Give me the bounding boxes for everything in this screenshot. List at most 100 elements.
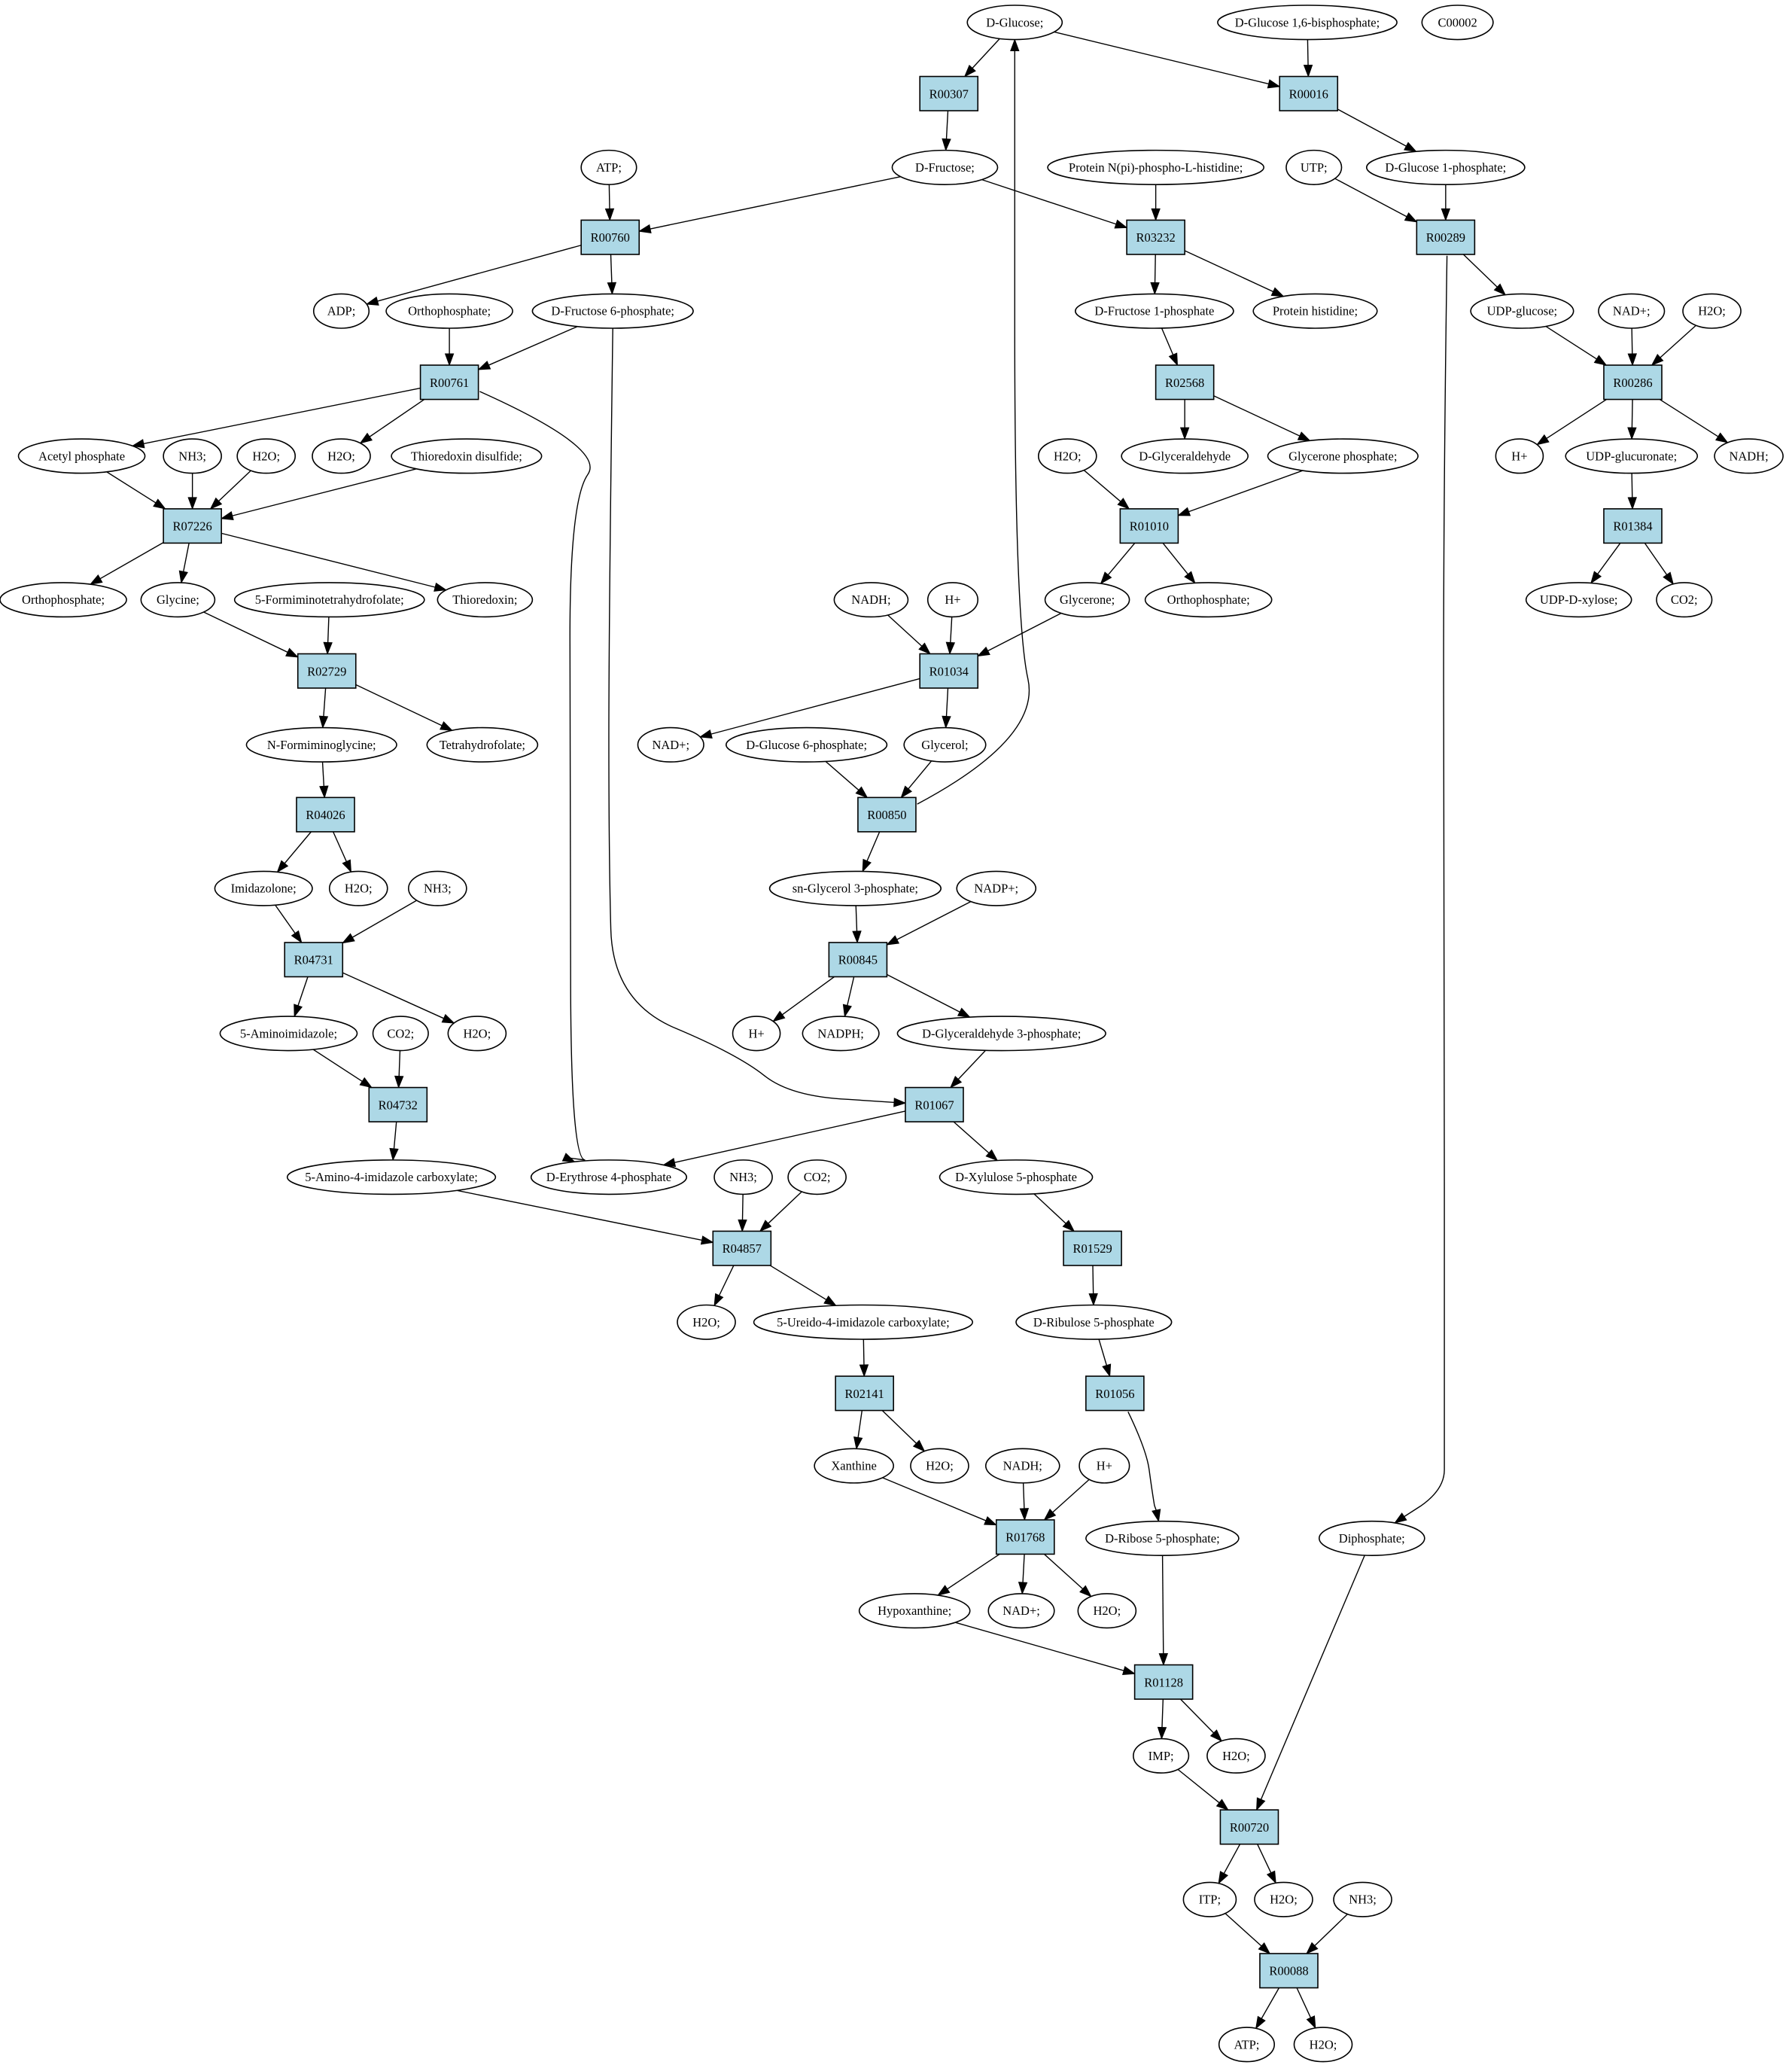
compound-h2o_f[interactable]: H2O; xyxy=(677,1304,736,1340)
reaction-R00845[interactable]: R00845 xyxy=(828,942,888,978)
compound-h2o_k[interactable]: H2O; xyxy=(1293,2027,1353,2063)
reaction-R00286[interactable]: R00286 xyxy=(1603,364,1663,401)
compound-h2o_h[interactable]: H2O; xyxy=(1077,1593,1137,1629)
compound-nadp2[interactable]: NAD+; xyxy=(637,726,704,763)
reaction-R00760[interactable]: R00760 xyxy=(580,219,640,255)
reaction-R02729[interactable]: R02729 xyxy=(297,653,357,689)
compound-itp[interactable]: ITP; xyxy=(1182,1881,1237,1917)
compound-h2o_c[interactable]: H2O; xyxy=(312,438,371,474)
reaction-R01529[interactable]: R01529 xyxy=(1063,1230,1122,1266)
compound-udpglc[interactable]: UDP-glucose; xyxy=(1470,293,1574,329)
compound-dhap[interactable]: Glycerone phosphate; xyxy=(1267,438,1419,474)
compound-h2o_b[interactable]: H2O; xyxy=(1037,438,1097,474)
compound-pi2[interactable]: Orthophosphate; xyxy=(0,582,127,618)
compound-xu5p[interactable]: D-Xylulose 5-phosphate xyxy=(939,1159,1094,1195)
compound-hplus2[interactable]: H+ xyxy=(926,582,979,618)
compound-utp[interactable]: UTP; xyxy=(1285,149,1343,185)
compound-fru[interactable]: D-Fructose; xyxy=(891,149,999,185)
compound-gald[interactable]: D-Glyceraldehyde xyxy=(1121,438,1249,474)
compound-h2o_e[interactable]: H2O; xyxy=(447,1016,507,1052)
compound-gly[interactable]: Glycine; xyxy=(140,582,216,618)
reaction-R01768[interactable]: R01768 xyxy=(995,1519,1055,1555)
reaction-R02141[interactable]: R02141 xyxy=(835,1375,894,1412)
compound-udpgca[interactable]: UDP-glucuronate; xyxy=(1565,438,1699,474)
compound-co2_3[interactable]: CO2; xyxy=(787,1159,847,1195)
reaction-R01056[interactable]: R01056 xyxy=(1085,1375,1145,1412)
compound-h2o_r286[interactable]: H2O; xyxy=(1682,293,1742,329)
compound-figly[interactable]: N-Formiminoglycine; xyxy=(245,726,397,763)
compound-nh3_4[interactable]: NH3; xyxy=(1333,1881,1392,1917)
reaction-R07226[interactable]: R07226 xyxy=(163,508,222,544)
compound-acp[interactable]: Acetyl phosphate xyxy=(17,438,146,474)
compound-atp2[interactable]: ATP; xyxy=(1218,2027,1276,2063)
compound-h2o_g[interactable]: H2O; xyxy=(910,1448,969,1484)
compound-co2_1[interactable]: CO2; xyxy=(1656,582,1713,618)
compound-nadh1[interactable]: NADH; xyxy=(1714,438,1784,474)
compound-pi1[interactable]: Orthophosphate; xyxy=(385,293,513,329)
compound-ru5p[interactable]: D-Ribulose 5-phosphate xyxy=(1015,1304,1173,1340)
compound-g6p[interactable]: D-Glucose 6-phosphate; xyxy=(726,726,888,763)
compound-hplus1[interactable]: H+ xyxy=(1495,438,1544,474)
compound-r5p[interactable]: D-Ribose 5-phosphate; xyxy=(1085,1520,1240,1556)
reaction-R04731[interactable]: R04731 xyxy=(284,942,344,978)
compound-imp[interactable]: IMP; xyxy=(1133,1738,1190,1774)
compound-atp1[interactable]: ATP; xyxy=(580,149,637,185)
compound-h2o_j[interactable]: H2O; xyxy=(1254,1881,1313,1917)
reaction-R00720[interactable]: R00720 xyxy=(1219,1809,1279,1845)
compound-glycerol[interactable]: Glycerol; xyxy=(903,726,987,763)
compound-c00002[interactable]: C00002 xyxy=(1421,5,1494,41)
reaction-R00850[interactable]: R00850 xyxy=(857,796,917,833)
compound-nadp3[interactable]: NAD+; xyxy=(987,1593,1055,1629)
compound-h2o_d[interactable]: H2O; xyxy=(328,870,388,906)
reaction-R00088[interactable]: R00088 xyxy=(1259,1953,1319,1989)
compound-ppi[interactable]: Diphosphate; xyxy=(1318,1520,1425,1556)
reaction-R00307[interactable]: R00307 xyxy=(919,75,979,111)
compound-glc16bp[interactable]: D-Glucose 1,6-bisphosphate; xyxy=(1217,5,1398,41)
compound-aicarb[interactable]: 5-Amino-4-imidazole carboxylate; xyxy=(286,1159,497,1195)
compound-adp[interactable]: ADP; xyxy=(312,293,370,329)
compound-f1p[interactable]: D-Fructose 1-phosphate xyxy=(1075,293,1234,329)
reaction-R00761[interactable]: R00761 xyxy=(419,364,479,401)
compound-fithf[interactable]: 5-Formiminotetrahydrofolate; xyxy=(233,582,425,618)
reaction-R01067[interactable]: R01067 xyxy=(905,1086,964,1122)
reaction-R01010[interactable]: R01010 xyxy=(1119,508,1179,544)
compound-uicarb[interactable]: 5-Ureido-4-imidazole carboxylate; xyxy=(753,1304,974,1340)
compound-prothis[interactable]: Protein histidine; xyxy=(1252,293,1378,329)
compound-thf[interactable]: Tetrahydrofolate; xyxy=(426,726,539,763)
reaction-R03232[interactable]: R03232 xyxy=(1126,219,1185,255)
reaction-R04732[interactable]: R04732 xyxy=(368,1086,428,1122)
compound-nadpplus[interactable]: NADP+; xyxy=(956,870,1037,906)
compound-nh3_2[interactable]: NH3; xyxy=(408,870,467,906)
compound-f6p[interactable]: D-Fructose 6-phosphate; xyxy=(531,293,694,329)
compound-ga3p[interactable]: D-Glyceraldehyde 3-phosphate; xyxy=(896,1016,1106,1052)
compound-nh3_1[interactable]: NH3; xyxy=(163,438,222,474)
compound-nadh3[interactable]: NADH; xyxy=(984,1448,1060,1484)
compound-imidazolone[interactable]: Imidazolone; xyxy=(214,870,313,906)
compound-g3p[interactable]: sn-Glycerol 3-phosphate; xyxy=(768,870,942,906)
compound-trx[interactable]: Thioredoxin; xyxy=(437,582,534,618)
compound-e4p[interactable]: D-Erythrose 4-phosphate xyxy=(530,1159,688,1195)
reaction-R00289[interactable]: R00289 xyxy=(1416,219,1476,255)
compound-aim[interactable]: 5-Aminoimidazole; xyxy=(219,1016,358,1052)
reaction-R01034[interactable]: R01034 xyxy=(919,653,979,689)
compound-glycerone[interactable]: Glycerone; xyxy=(1044,582,1130,618)
compound-co2_2[interactable]: CO2; xyxy=(372,1016,429,1052)
compound-g1p[interactable]: D-Glucose 1-phosphate; xyxy=(1365,149,1526,185)
compound-trxss[interactable]: Thioredoxin disulfide; xyxy=(391,438,543,474)
compound-protnphis[interactable]: Protein N(pi)-phospho-L-histidine; xyxy=(1047,149,1265,185)
compound-hypox[interactable]: Hypoxanthine; xyxy=(858,1593,971,1629)
reaction-R01384[interactable]: R01384 xyxy=(1603,508,1663,544)
compound-nh3_3[interactable]: NH3; xyxy=(713,1159,773,1195)
compound-nadph[interactable]: NADPH; xyxy=(802,1016,880,1052)
compound-xanthine[interactable]: Xanthine xyxy=(814,1448,894,1484)
reaction-R01128[interactable]: R01128 xyxy=(1133,1664,1194,1700)
compound-nadp1[interactable]: NAD+; xyxy=(1598,293,1666,329)
reaction-R04857[interactable]: R04857 xyxy=(712,1230,772,1266)
compound-glc[interactable]: D-Glucose; xyxy=(966,5,1063,41)
reaction-R04026[interactable]: R04026 xyxy=(296,796,355,833)
reaction-R02568[interactable]: R02568 xyxy=(1155,364,1215,401)
compound-h2o_i[interactable]: H2O; xyxy=(1206,1738,1266,1774)
compound-udpxyl[interactable]: UDP-D-xylose; xyxy=(1525,582,1632,618)
compound-hplus4[interactable]: H+ xyxy=(1079,1448,1130,1484)
compound-pi3[interactable]: Orthophosphate; xyxy=(1144,582,1273,618)
